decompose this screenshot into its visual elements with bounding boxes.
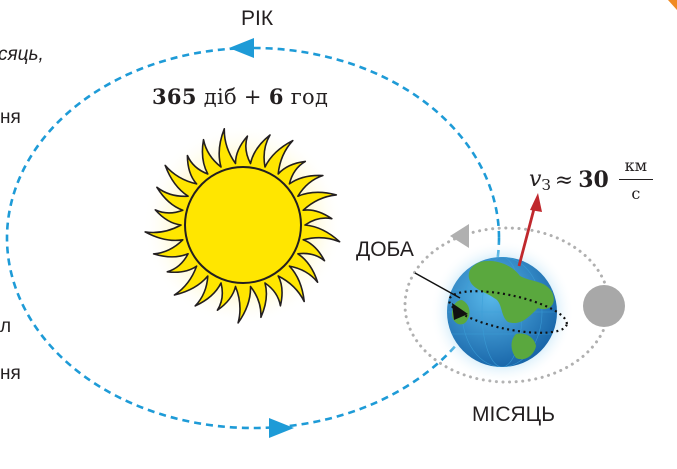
period-hours: 6 xyxy=(268,84,284,109)
earth-orbit xyxy=(5,46,501,430)
cropped-text-left-top: сяць, xyxy=(0,44,44,65)
cropped-text-left-2: л xyxy=(0,316,12,337)
speed-unit: км с xyxy=(618,156,653,203)
day-label: ДОБА xyxy=(356,238,414,261)
period-plus: + xyxy=(243,85,262,109)
rotation-loop xyxy=(448,290,568,334)
cropped-text-left-3: ня xyxy=(0,363,21,384)
orbital-speed-label: vЗ ≈ 30 км с xyxy=(529,158,653,202)
speed-approx: ≈ xyxy=(554,167,574,193)
cropped-text-left-1: ня xyxy=(0,107,21,128)
corner-mark xyxy=(668,0,677,10)
year-period-label: 365 діб + 6 год xyxy=(152,84,328,109)
fraction-bar xyxy=(618,179,653,180)
velocity-arrowhead xyxy=(530,193,542,212)
moon-orbit-arrow xyxy=(450,224,469,248)
sun-icon xyxy=(143,125,343,325)
period-days: 365 xyxy=(152,84,197,109)
earth-globe-icon xyxy=(430,240,574,384)
day-pointer-line xyxy=(414,272,461,299)
speed-subscript: З xyxy=(541,175,551,194)
moon-label: МІСЯЦЬ xyxy=(472,403,555,426)
moon-icon xyxy=(583,285,625,327)
speed-value: 30 xyxy=(578,167,609,193)
orbit-arrow-bottom xyxy=(269,418,294,438)
year-label: РІК xyxy=(241,7,274,30)
speed-variable: vЗ xyxy=(529,166,551,194)
period-days-word: діб xyxy=(203,85,237,109)
velocity-arrow xyxy=(517,204,537,267)
period-hours-word: год xyxy=(290,85,329,109)
rotation-arrow xyxy=(452,303,468,320)
speed-unit-denominator: с xyxy=(631,184,641,203)
orbit-arrow-top xyxy=(229,38,254,58)
speed-unit-numerator: км xyxy=(624,156,648,175)
